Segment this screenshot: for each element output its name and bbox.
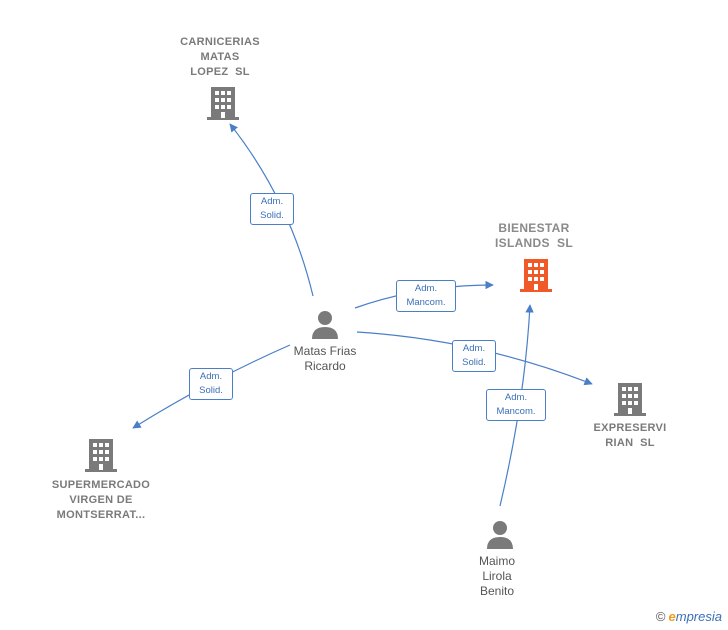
person-label: Maimo Lirola Benito xyxy=(478,554,515,598)
edge-label-maimo-bienestar[interactable]: Adm. Mancom. xyxy=(486,389,546,421)
node-maimo-lirola-benito[interactable]: Maimo Lirola Benito xyxy=(452,554,542,599)
person-label: Matas Frias Ricardo xyxy=(293,344,357,373)
building-icon xyxy=(614,383,646,416)
copyright-symbol: © xyxy=(655,609,666,624)
node-supermercado-virgen-de-montserrat[interactable]: SUPERMERCADO VIRGEN DE MONTSERRAT... xyxy=(36,478,166,523)
building-icon xyxy=(85,439,117,472)
node-expreservirian[interactable]: EXPRESERVI RIAN SL xyxy=(575,421,685,451)
building-icon xyxy=(520,259,552,292)
company-label: EXPRESERVI RIAN SL xyxy=(593,422,667,449)
empresia-brand[interactable]: ©empresia xyxy=(656,609,722,624)
brand-name: mpresia xyxy=(675,609,722,624)
edge-label-matas-supermercado[interactable]: Adm. Solid. xyxy=(189,368,233,400)
node-matas-frias-ricardo[interactable]: Matas Frias Ricardo xyxy=(270,344,380,374)
node-carnicerias-matas-lopez[interactable]: CARNICERIAS MATAS LOPEZ SL xyxy=(160,35,280,80)
node-bienestar-islands[interactable]: BIENESTAR ISLANDS SL xyxy=(474,221,594,251)
person-icon xyxy=(487,521,513,549)
edge-label-matas-expreservirian[interactable]: Adm. Solid. xyxy=(452,340,496,372)
edge-label-matas-carnicerias[interactable]: Adm. Solid. xyxy=(250,193,294,225)
company-label: SUPERMERCADO VIRGEN DE MONTSERRAT... xyxy=(51,479,151,521)
brand-logo-letter: e xyxy=(668,609,676,624)
building-icon xyxy=(207,87,239,120)
company-label: BIENESTAR ISLANDS SL xyxy=(495,221,573,250)
company-label: CARNICERIAS MATAS LOPEZ SL xyxy=(180,36,260,78)
person-icon xyxy=(312,311,338,339)
edge-label-matas-bienestar[interactable]: Adm. Mancom. xyxy=(396,280,456,312)
